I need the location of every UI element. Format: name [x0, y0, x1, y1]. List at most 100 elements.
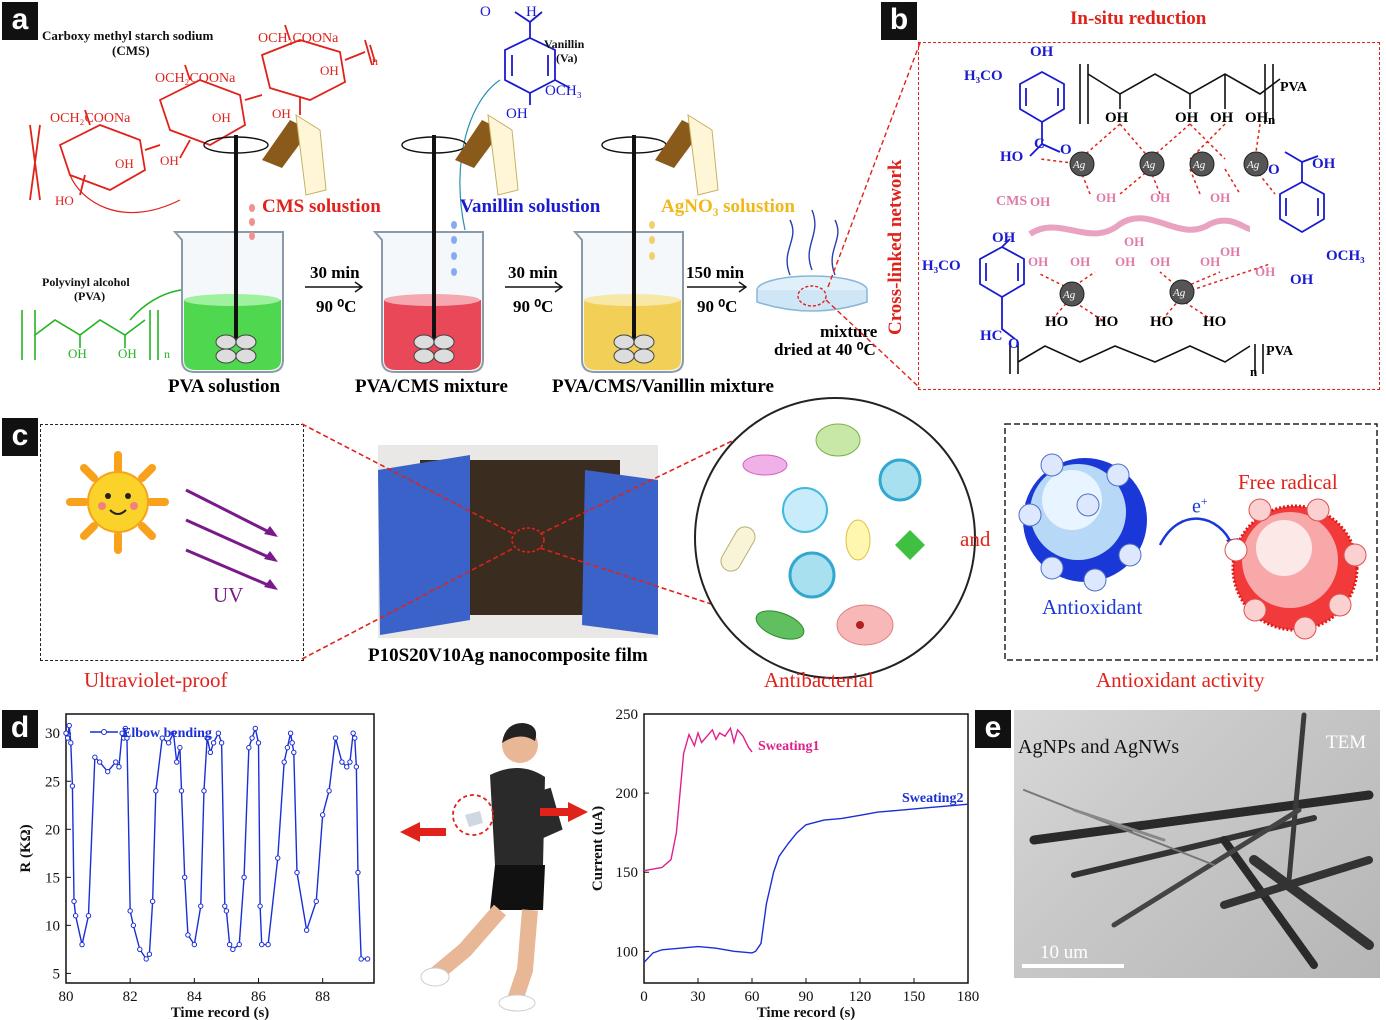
data-point	[210, 740, 217, 746]
runner-figure	[420, 723, 563, 1012]
data-point	[201, 788, 207, 794]
bacteria-circle	[694, 397, 976, 679]
plot-frame	[65, 713, 375, 984]
b-oh-top: OH	[1030, 44, 1054, 60]
data-point	[230, 946, 236, 953]
panel-label-c: c	[2, 418, 38, 456]
step-1-time: 30 min	[310, 263, 360, 282]
x-axis-label: Time record (s)	[757, 1005, 856, 1020]
cms-oh-1: OH	[320, 63, 339, 78]
step-2-time: 30 min	[508, 263, 558, 282]
vanillin-name: Vanillin	[544, 37, 585, 51]
b-o-bottom: O	[1008, 336, 1020, 352]
data-point	[353, 764, 360, 770]
panel-label-b: b	[881, 2, 917, 40]
electron-label: e+	[1192, 494, 1208, 518]
data-point	[137, 946, 143, 953]
x-tick-label: 90	[799, 989, 814, 1005]
y-tick-label: 200	[616, 786, 639, 802]
vanillin-arrow	[459, 79, 501, 231]
cms-group-3: OCH₂COONa	[50, 111, 131, 126]
data-point	[313, 898, 319, 905]
panel-label-d: d	[2, 710, 38, 748]
bacteria-icons	[720, 423, 925, 646]
data-point	[165, 740, 172, 746]
data-point	[332, 735, 339, 741]
x-tick-label: 120	[849, 989, 872, 1005]
data-point	[124, 735, 130, 741]
drops-ag	[649, 221, 655, 260]
caption-uv: Ultraviolet-proof	[84, 668, 228, 692]
data-point	[116, 764, 122, 770]
pva-oh-2: OH	[118, 346, 137, 361]
y-tick-label: 10	[45, 918, 60, 934]
data-point	[119, 730, 125, 736]
svg-text:Ag: Ag	[1072, 159, 1086, 171]
tem-label: AgNPs and AgNWs	[1018, 736, 1180, 758]
data-point	[178, 788, 185, 794]
pva-abbr: (PVA)	[74, 289, 105, 303]
data-point	[218, 740, 225, 746]
antiox-box	[1004, 423, 1378, 661]
data-point	[257, 903, 263, 909]
data-point	[92, 754, 98, 760]
data-point	[259, 941, 265, 948]
data-point	[241, 874, 247, 881]
cms-oh-3: OH	[212, 110, 231, 125]
vanillin-och3: OCH₃	[545, 83, 582, 99]
vanillin-o: O	[480, 4, 491, 20]
dish-label-1: mixture	[820, 322, 878, 341]
cms-oh-6: OH	[115, 156, 134, 171]
x-tick-label: 82	[123, 989, 138, 1005]
uv-label: UV	[213, 583, 244, 607]
data-point	[198, 903, 204, 909]
data-point	[85, 913, 92, 919]
b-c-left: C	[1034, 136, 1045, 152]
b-oh-2: OH	[1175, 110, 1199, 126]
data-point	[68, 740, 74, 746]
data-point	[182, 874, 188, 881]
antioxidant-sphere	[1018, 453, 1147, 592]
drops-vanillin	[451, 221, 457, 276]
data-point	[275, 855, 281, 861]
svg-text:Ag: Ag	[1246, 159, 1260, 171]
data-point	[173, 759, 180, 765]
series-line-1	[65, 725, 368, 961]
drops-cms	[249, 204, 255, 240]
cms-oh-2: OH	[272, 106, 291, 121]
b-h3co-bottom: H₃CO	[922, 258, 961, 274]
y-tick-label: 25	[45, 774, 60, 790]
stir-rods	[234, 135, 636, 340]
data-point	[149, 898, 156, 905]
y-tick-label: 15	[45, 870, 60, 886]
svg-text:Ag: Ag	[1192, 159, 1206, 171]
b-mid-oh-11: OH	[1124, 234, 1145, 249]
left-glove	[378, 455, 470, 635]
caption-film: P10S20V10Ag nanocomposite film	[368, 645, 648, 666]
cms-solution-label: CMS solustion	[262, 196, 381, 217]
data-point	[159, 735, 165, 741]
panel-a: Carboxy methyl starch sodium (CMS) OCH₂C…	[0, 0, 880, 410]
b-h3co-top: H₃CO	[964, 68, 1003, 84]
beaker-1	[172, 231, 284, 373]
x-tick-label: 180	[957, 989, 980, 1005]
data-point	[215, 730, 222, 736]
data-point	[153, 788, 159, 794]
x-tick-label: 0	[640, 989, 648, 1005]
b-pva-top: PVA	[1280, 80, 1307, 95]
data-point	[207, 749, 214, 756]
tem-image	[1014, 710, 1380, 978]
data-point	[79, 941, 85, 948]
vanillin-oh: OH	[506, 106, 528, 122]
b-ho-1: HO	[1045, 314, 1069, 330]
nanowires-graphics	[1022, 712, 1374, 969]
data-point	[319, 812, 326, 818]
direction-arrows	[400, 802, 588, 842]
svg-text:Ag: Ag	[1172, 287, 1186, 299]
vanillin-h: H	[526, 4, 537, 20]
beaker-3-label: PVA/CMS/Vanillin mixture	[552, 376, 774, 397]
series-line-1	[643, 726, 753, 872]
